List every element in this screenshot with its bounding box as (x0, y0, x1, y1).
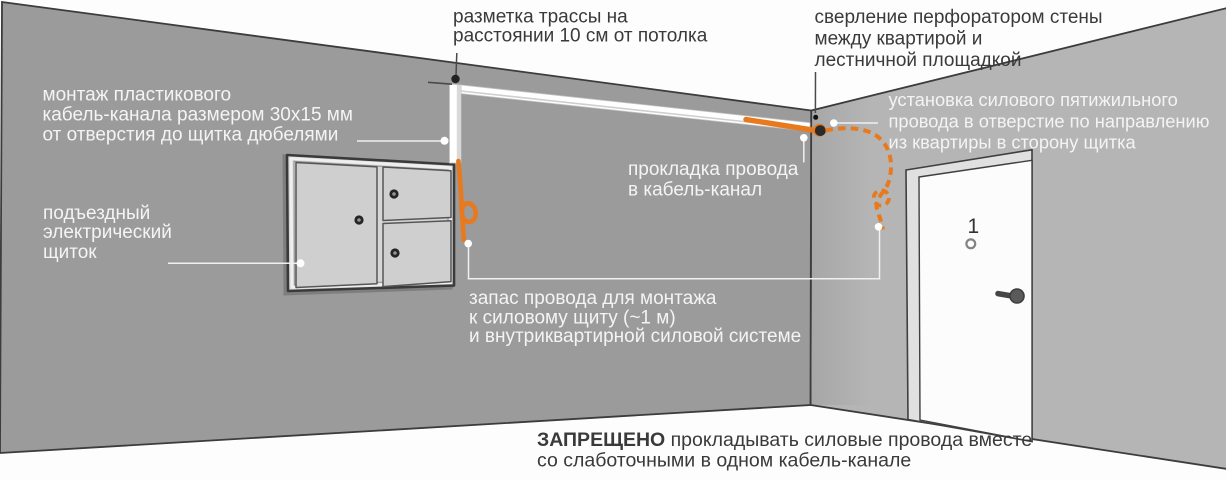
svg-text:монтаж пластикового: монтаж пластикового (43, 84, 232, 105)
svg-text:расстоянии 10 см от потолка: расстоянии 10 см от потолка (453, 25, 708, 46)
svg-text:от отверстия до щитка дюбелями: от отверстия до щитка дюбелями (43, 124, 339, 145)
svg-text:подъездный: подъездный (43, 203, 150, 224)
svg-text:к силовому щиту (~1 м): к силовому щиту (~1 м) (469, 307, 676, 328)
svg-text:1: 1 (968, 215, 980, 238)
svg-text:установка силового пятижильног: установка силового пятижильного (889, 89, 1178, 110)
svg-text:между квартирой и: между квартирой и (815, 29, 983, 50)
svg-text:сверление перфоратором стены: сверление перфоратором стены (815, 7, 1103, 28)
svg-text:и внутриквартирной силовой сис: и внутриквартирной силовой системе (469, 326, 801, 347)
svg-text:со слаботочными в одном кабель: со слаботочными в одном кабель-канале (537, 450, 911, 472)
svg-text:из квартиры в сторону щитка: из квартиры в сторону щитка (889, 132, 1137, 153)
svg-text:прокладка провода: прокладка провода (628, 159, 799, 180)
svg-text:лестничной площадкой: лестничной площадкой (815, 50, 1022, 71)
svg-text:электрический: электрический (43, 222, 172, 243)
svg-text:щиток: щиток (43, 242, 97, 263)
svg-text:провода в отверстие по направл: провода в отверстие по направлению (889, 111, 1210, 132)
svg-text:в кабель-канал: в кабель-канал (628, 179, 762, 200)
svg-text:кабель-канала размером 30х15 м: кабель-канала размером 30х15 мм (43, 104, 353, 125)
svg-text:разметка трассы на: разметка трассы на (453, 6, 628, 27)
svg-text:запас провода для монтажа: запас провода для монтажа (469, 288, 717, 309)
svg-text:ЗАПРЕЩЕНО прокладывать силовые: ЗАПРЕЩЕНО прокладывать силовые провода в… (537, 429, 1032, 451)
